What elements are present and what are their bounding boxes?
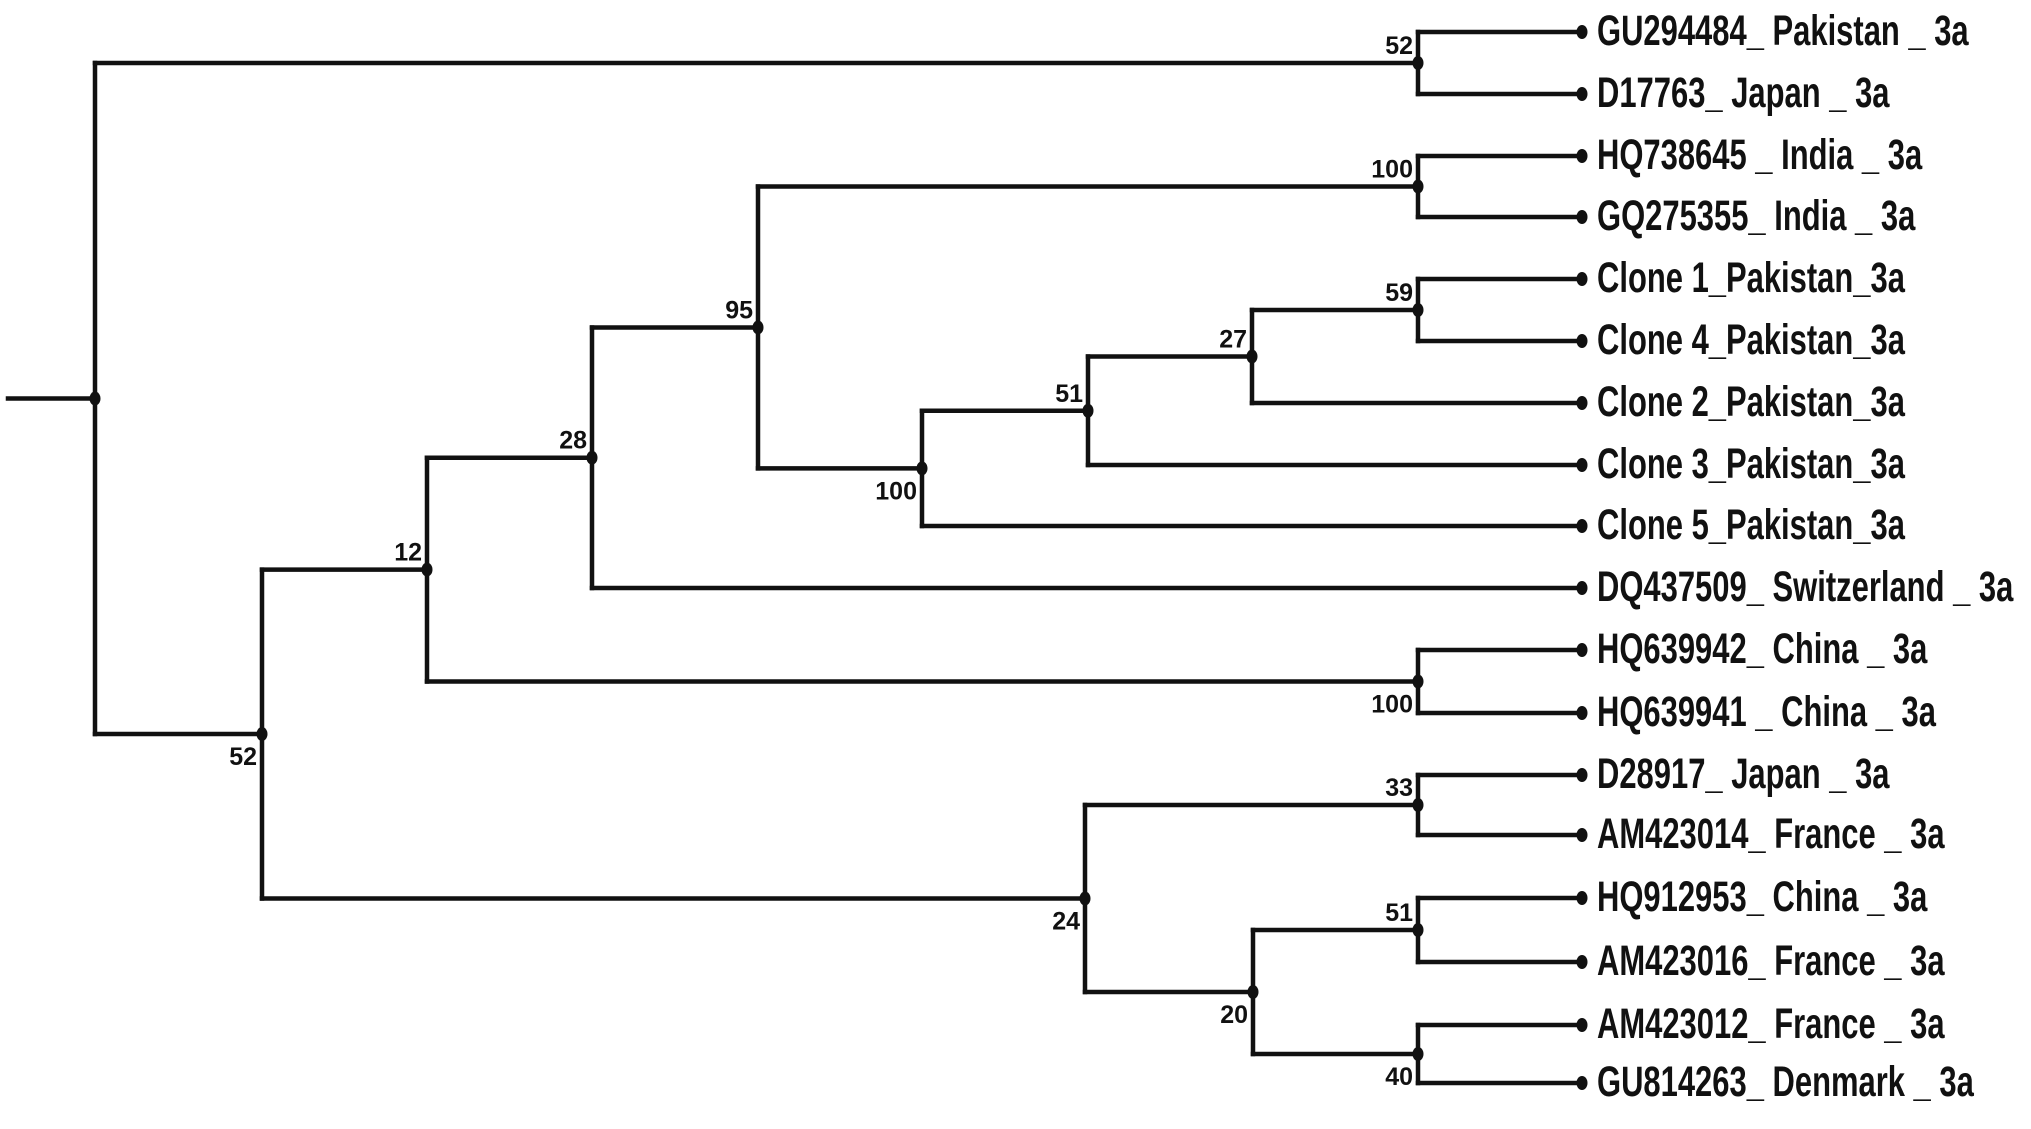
internal-node-dot [1412, 923, 1424, 937]
bootstrap-value: 95 [725, 296, 753, 324]
internal-node-dot [1412, 798, 1424, 812]
internal-node-dot [1412, 179, 1424, 194]
bootstrap-value: 33 [1385, 774, 1413, 802]
taxon-label: Clone 5_Pakistan_3a [1597, 500, 1906, 548]
taxon-label: Clone 4_Pakistan_3a [1597, 315, 1906, 363]
taxon-label: Clone 3_Pakistan_3a [1597, 439, 1906, 487]
taxon-label: AM423012_ France _ 3a [1597, 999, 1946, 1047]
internal-node-dot [1247, 985, 1259, 999]
bootstrap-value: 40 [1385, 1063, 1413, 1091]
bootstrap-value: 100 [875, 477, 917, 505]
leaf-tip-dot [1576, 210, 1588, 224]
internal-node-dot [89, 391, 101, 406]
taxon-label: HQ912953_ China _ 3a [1597, 872, 1928, 920]
bootstrap-value: 51 [1385, 899, 1413, 927]
taxon-label: Clone 2_Pakistan_3a [1597, 377, 1906, 425]
bootstrap-value: 28 [559, 427, 587, 455]
taxon-label: D28917_ Japan _ 3a [1597, 749, 1890, 797]
bootstrap-value: 52 [229, 743, 257, 771]
taxon-label: GU294484_ Pakistan _ 3a [1597, 6, 1970, 54]
taxon-label: HQ738645 _ India _ 3a [1597, 130, 1923, 178]
leaf-tip-dot [1576, 25, 1588, 39]
internal-node-dot [916, 461, 928, 476]
taxon-label: GU814263_ Denmark _ 3a [1597, 1057, 1975, 1105]
bootstrap-value: 100 [1371, 156, 1413, 184]
taxon-label: DQ437509_ Switzerland _ 3a [1597, 562, 2014, 610]
internal-node-dot [256, 727, 268, 742]
bootstrap-value: 27 [1219, 326, 1247, 354]
bootstrap-value: 20 [1220, 1001, 1248, 1029]
leaf-tip-dot [1576, 768, 1588, 782]
internal-node-dot [1412, 674, 1424, 689]
leaf-tip-dot [1576, 1076, 1588, 1090]
leaf-tip-dot [1576, 828, 1588, 842]
internal-node-dot [1412, 56, 1424, 70]
taxon-label: AM423014_ France _ 3a [1597, 809, 1946, 857]
bootstrap-value: 24 [1052, 908, 1080, 936]
leaf-tip-dot [1576, 1018, 1588, 1032]
leaf-tip-dot [1576, 334, 1588, 348]
leaf-tip-dot [1576, 706, 1588, 720]
leaf-tip-dot [1576, 149, 1588, 163]
leaf-tip-dot [1576, 891, 1588, 905]
taxon-label: HQ639942_ China _ 3a [1597, 624, 1928, 672]
leaf-tip-dot [1576, 396, 1588, 410]
leaf-tip-dot [1576, 458, 1588, 472]
leaf-tip-dot [1576, 581, 1588, 595]
taxon-label: GQ275355_ India _ 3a [1597, 191, 1916, 239]
bootstrap-value: 12 [394, 539, 422, 567]
leaf-tip-dot [1576, 643, 1588, 657]
internal-node-dot [1246, 349, 1258, 364]
bootstrap-value: 59 [1385, 279, 1413, 307]
internal-node-dot [421, 562, 433, 577]
leaf-tip-dot [1576, 955, 1588, 969]
taxon-label: AM423016_ France _ 3a [1597, 936, 1946, 984]
internal-node-dot [752, 320, 764, 335]
leaf-tip-dot [1576, 272, 1588, 286]
internal-node-dot [1412, 303, 1424, 317]
bootstrap-value: 52 [1385, 32, 1413, 60]
bootstrap-value: 100 [1371, 691, 1413, 719]
taxon-label: D17763_ Japan _ 3a [1597, 68, 1890, 116]
bootstrap-value: 51 [1055, 380, 1083, 408]
internal-node-dot [1082, 403, 1094, 418]
leaf-tip-dot [1576, 87, 1588, 101]
internal-node-dot [1412, 1047, 1424, 1061]
internal-node-dot [1079, 891, 1091, 906]
taxon-label: HQ639941 _ China _ 3a [1597, 687, 1937, 735]
leaf-tip-dot [1576, 519, 1588, 533]
taxon-label: Clone 1_Pakistan_3a [1597, 253, 1906, 301]
internal-node-dot [586, 450, 598, 465]
